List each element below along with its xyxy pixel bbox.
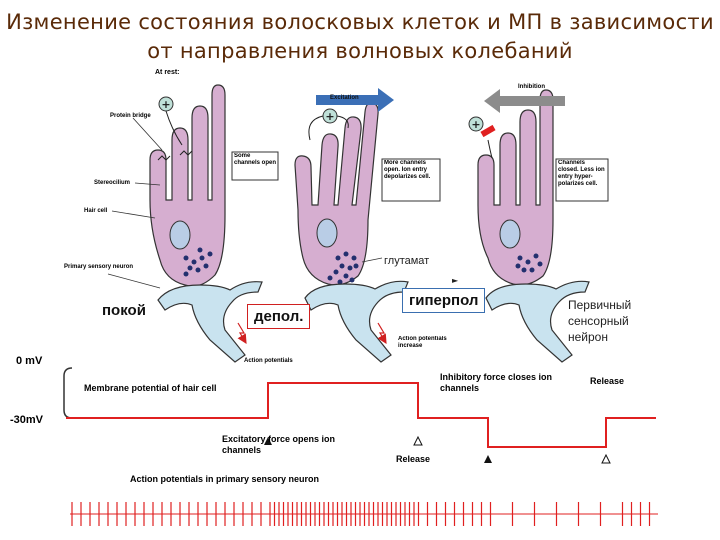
inhibitory-marker-icon (484, 455, 492, 463)
primary-neuron-label: Primary sensory neuron (64, 264, 133, 270)
action-potentials-increase-label: Action potentials increase (398, 336, 468, 350)
glutamate-label: глутамат (384, 255, 429, 267)
action-potential-spike-train (70, 502, 658, 526)
release-label-bottom: Release (396, 454, 430, 464)
release-marker-1-icon (414, 437, 422, 445)
hair-cell-excitation: + (295, 103, 408, 362)
state-rest-label: покой (96, 299, 152, 322)
inhibition-header: Inhibition (518, 84, 545, 90)
stereocilium-label: Stereocilium (94, 180, 130, 186)
hair-cell-label: Hair cell (84, 208, 108, 214)
excitation-note: More channels open. Ion entry depolarize… (384, 160, 438, 181)
state-depol-label: депол. (247, 304, 310, 329)
hair-cell-rest: + (150, 85, 262, 362)
state-hyperpol-label: гиперпол (402, 288, 485, 313)
excitation-header: Excitation (330, 95, 359, 101)
protein-bridge-label: Protein bridge (110, 113, 151, 119)
svg-text:+: + (325, 110, 334, 123)
release-label-top: Release (590, 376, 624, 386)
membrane-title: Membrane potential of hair cell (84, 383, 217, 393)
excitatory-label: Excitatory force opens ion channels (222, 434, 362, 456)
primary-neuron-ru-label: Первичный сенсорный нейрон (568, 297, 658, 345)
svg-text:+: + (161, 98, 170, 111)
inhibition-note: Channels closed. Less ion entry hyper-po… (558, 160, 606, 188)
zero-mv-label: 0 mV (16, 355, 43, 367)
svg-text:►: ► (452, 276, 459, 285)
rest-header: At rest: (155, 69, 180, 76)
action-potentials-title: Action potentials in primary sensory neu… (130, 474, 319, 484)
svg-text:+: + (471, 118, 480, 131)
minus30-mv-label: -30mV (10, 414, 44, 426)
rest-note: Some channels open (234, 153, 276, 167)
release-marker-2-icon (602, 455, 610, 463)
inhibitory-label: Inhibitory force closes ion channels (440, 372, 570, 394)
action-potentials-label: Action potentials (244, 358, 293, 364)
